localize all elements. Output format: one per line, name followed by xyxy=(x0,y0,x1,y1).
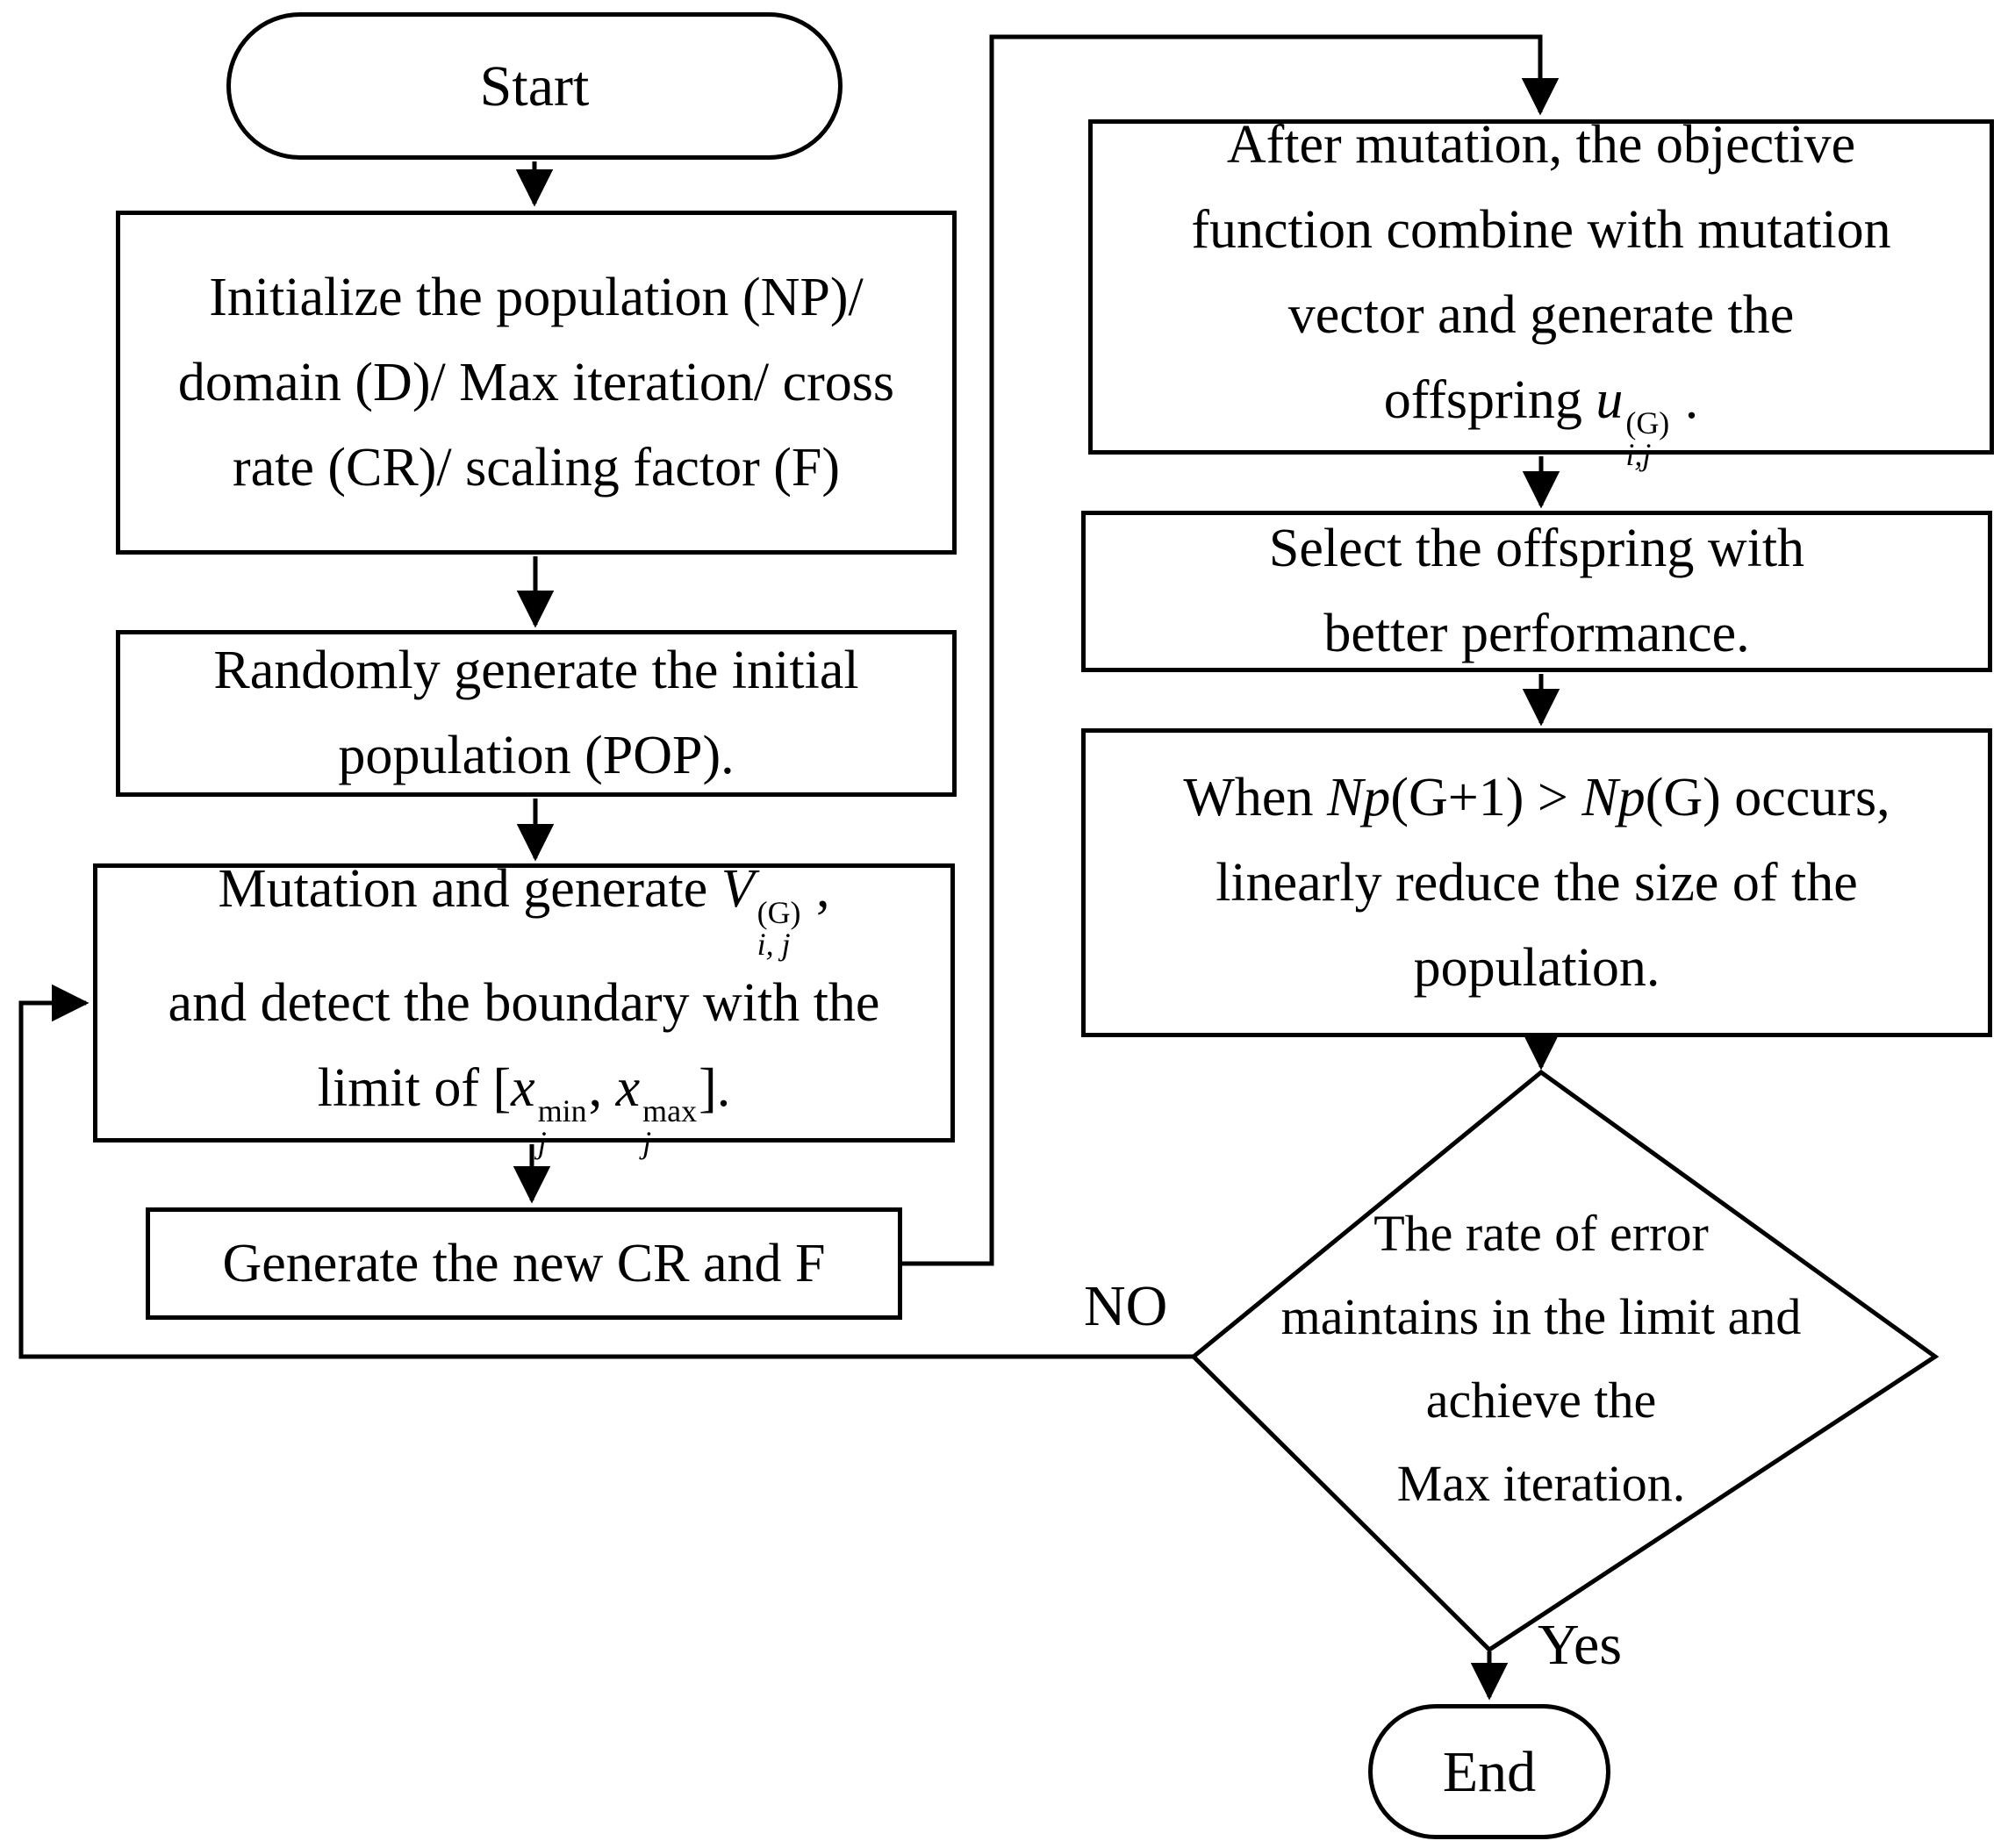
math-np1-arg: (G+1) xyxy=(1390,767,1524,827)
math-np2-arg: (G) xyxy=(1645,767,1721,827)
math-xmax-subscript: j xyxy=(642,1125,652,1161)
math-np1-symbol: Np xyxy=(1326,767,1391,827)
math-u-scripts: (G)i,j xyxy=(1625,405,1670,473)
math-xmin-symbol: x xyxy=(511,1057,535,1118)
reduce-population-box: When Np(G+1) > Np(G) occurs, linearly re… xyxy=(1081,728,1992,1037)
text-line: offspring u(G)i,j . xyxy=(1384,358,1699,472)
mutation-line3-tail: ]. xyxy=(699,1057,731,1118)
text-line: linearly reduce the size of the xyxy=(1216,852,1858,913)
mutation-line1-text: Mutation and generate xyxy=(218,858,721,919)
text-line: population (POP). xyxy=(338,726,735,785)
text-line: Select the offspring with xyxy=(1268,519,1805,578)
select-offspring-box: Select the offspring with better perform… xyxy=(1081,511,1992,672)
initialize-box: Initialize the population (NP)/ domain (… xyxy=(116,211,957,555)
start-label: Start xyxy=(479,54,590,118)
text-line: When Np(G+1) > Np(G) occurs, xyxy=(1183,756,1890,841)
mutation-line1-tail: , xyxy=(802,858,830,919)
generate-crf-label: Generate the new CR and F xyxy=(222,1233,826,1293)
text-line: domain (D)/ Max iteration/ cross xyxy=(177,352,895,412)
math-xmax-superscript: max xyxy=(642,1093,698,1129)
after-mutation-box: After mutation, the objective function c… xyxy=(1088,115,1994,470)
offspring-tail: . xyxy=(1671,369,1699,430)
when-text: When xyxy=(1183,767,1327,827)
math-xmin-superscript: min xyxy=(537,1093,587,1129)
text-line: vector and generate the xyxy=(1287,284,1795,345)
mutation-line3-comma: , xyxy=(588,1057,616,1118)
text-line: Initialize the population (NP)/ xyxy=(209,267,864,327)
math-v-subscript: i, j xyxy=(757,926,791,962)
math-u-symbol: u xyxy=(1596,369,1624,430)
math-u-superscript: (G) xyxy=(1625,405,1670,441)
mutation-box: Mutation and generate V(G)i, j , and det… xyxy=(93,859,955,1158)
text-line: function combine with mutation xyxy=(1191,199,1891,260)
yes-branch-label: Yes xyxy=(1538,1613,1623,1677)
math-u-subscript: i,j xyxy=(1625,437,1652,473)
text-line: After mutation, the objective xyxy=(1226,114,1856,175)
text-line: achieve the xyxy=(1425,1372,1657,1429)
mutation-line3-text: limit of [ xyxy=(317,1057,512,1118)
edge-decision-no-loop xyxy=(18,984,1194,1359)
text-line: maintains in the limit and xyxy=(1280,1288,1802,1345)
start-terminal: Start xyxy=(226,12,843,160)
math-np2-symbol: Np xyxy=(1581,767,1646,827)
text-line: Mutation and generate V(G)i, j , xyxy=(218,847,829,961)
math-v-scripts: (G)i, j xyxy=(757,894,801,962)
text-line: The rate of error xyxy=(1373,1205,1709,1262)
generate-population-box: Randomly generate the initial population… xyxy=(116,630,957,797)
no-branch-label: NO xyxy=(1084,1274,1168,1338)
text-line: and detect the boundary with the xyxy=(168,972,880,1033)
generate-crf-box: Generate the new CR and F xyxy=(146,1207,902,1320)
offspring-text: offspring xyxy=(1383,369,1596,430)
math-xmin-subscript: j xyxy=(537,1125,547,1161)
edge-gencrf-to-aftermutation xyxy=(902,34,1560,1266)
text-line: Max iteration. xyxy=(1396,1455,1686,1512)
text-line: rate (CR)/ scaling factor (F) xyxy=(232,437,841,498)
decision-text: The rate of error maintains in the limit… xyxy=(1234,1192,1848,1525)
math-v-symbol: V xyxy=(721,858,755,919)
occurs-text: occurs, xyxy=(1720,767,1890,827)
text-line: better performance. xyxy=(1323,604,1750,663)
end-label: End xyxy=(1442,1739,1537,1804)
greater-than-sign: > xyxy=(1524,767,1582,827)
end-terminal: End xyxy=(1368,1704,1610,1839)
decision-diamond xyxy=(1190,1069,1940,1653)
math-v-superscript: (G) xyxy=(757,894,801,930)
text-line: population. xyxy=(1413,937,1660,998)
math-xmax-symbol: x xyxy=(615,1057,641,1118)
text-line: Randomly generate the initial xyxy=(213,641,859,700)
